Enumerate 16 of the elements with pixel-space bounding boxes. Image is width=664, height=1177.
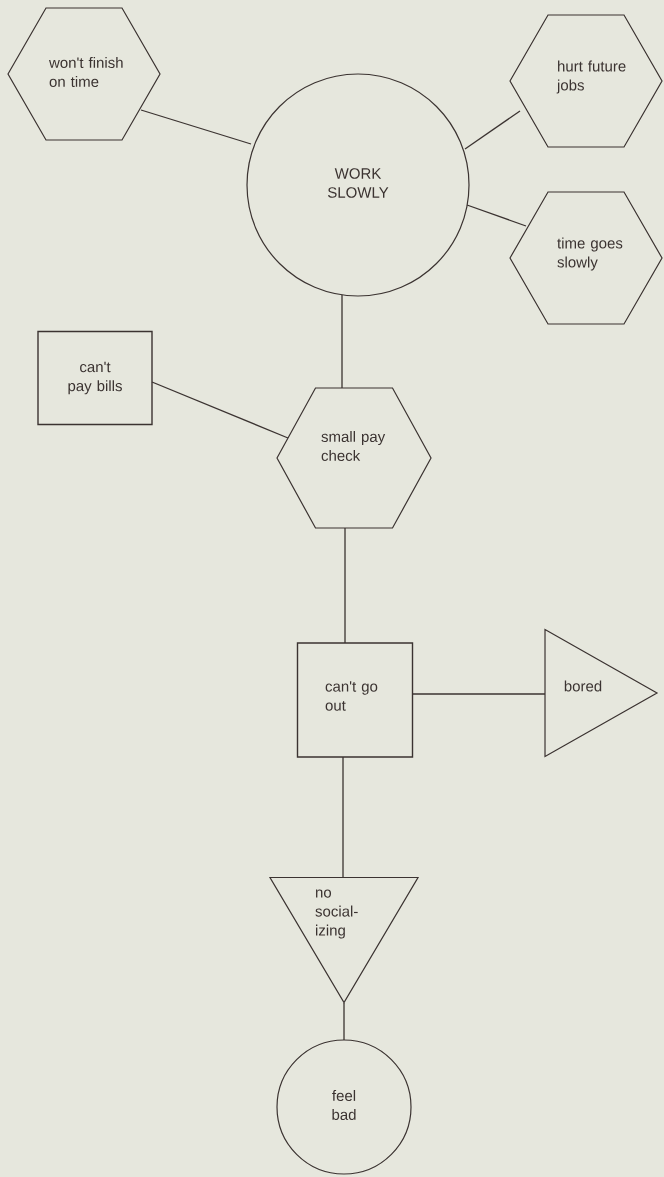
hexagon: won't finish on time [7,7,161,141]
hexagon: hurt future jobs [509,14,663,148]
connector-line [344,527,346,644]
connector-line [342,756,344,879]
rectangle-box: can't pay bills [37,330,153,426]
hexagon: small pay check [276,387,432,529]
connector-line [412,693,546,695]
connector-line [343,1002,345,1041]
connector-line [466,204,527,227]
connector-line [341,294,343,389]
connector-line [464,110,521,150]
hexagon: time goes slowly [509,191,663,325]
rectangle-box: can't go out [296,642,414,758]
connector-line [140,109,252,145]
triangle: bored [544,628,659,758]
connector-line [151,381,289,439]
